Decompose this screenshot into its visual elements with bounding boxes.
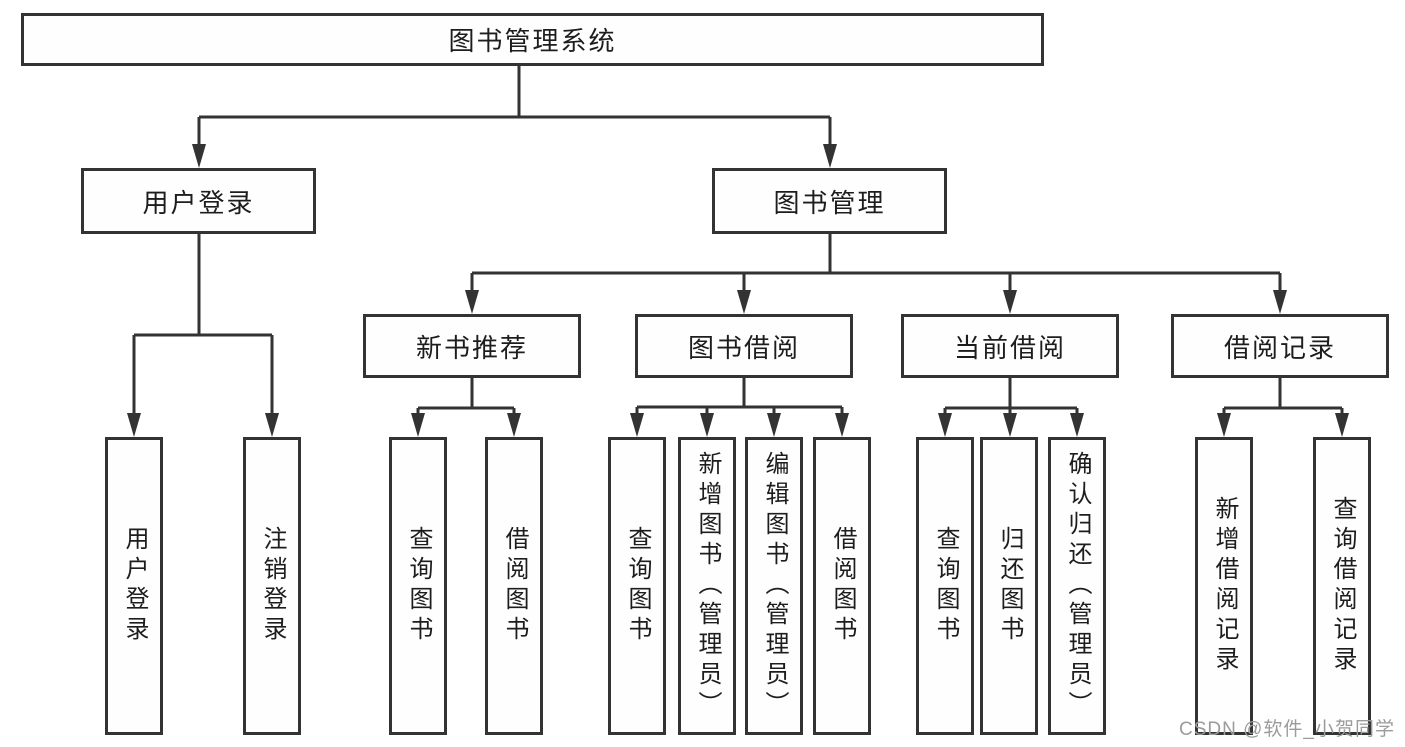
node-label: 图书管理	[773, 187, 886, 218]
leaf-confirm-return-admin: 确认归还（管理员）	[1048, 437, 1106, 735]
leaf-label: 归还图书	[996, 526, 1023, 646]
leaf-user-login: 用户登录	[105, 437, 163, 735]
leaf-label: 确认归还（管理员）	[1064, 451, 1091, 721]
leaf-label: 编辑图书（管理员）	[761, 451, 788, 721]
node-borrow-records: 借阅记录	[1171, 314, 1389, 378]
leaf-label: 查询图书	[624, 526, 651, 646]
node-book-borrow: 图书借阅	[635, 314, 853, 378]
leaf-label: 新增借阅记录	[1211, 496, 1238, 676]
node-new-book-recommend: 新书推荐	[363, 314, 581, 378]
connector-borrow-records-children	[1217, 378, 1349, 437]
leaf-label: 查询图书	[932, 526, 959, 646]
connector-root-to-level1	[192, 66, 837, 168]
leaf-label: 借阅图书	[501, 526, 528, 646]
node-label: 用户登录	[142, 187, 255, 218]
node-label: 当前借阅	[953, 332, 1066, 363]
csdn-watermark: CSDN @软件_小贺同学	[1179, 719, 1395, 740]
leaf-query-borrow-record: 查询借阅记录	[1313, 437, 1371, 735]
leaf-label: 注销登录	[259, 526, 286, 646]
connector-current-borrow-children	[938, 378, 1084, 437]
connector-user-login-children	[127, 234, 279, 437]
connector-book-borrow-children	[630, 378, 849, 437]
node-book-management: 图书管理	[712, 168, 947, 234]
leaf-label: 查询借阅记录	[1329, 496, 1356, 676]
leaf-label: 查询图书	[405, 526, 432, 646]
leaf-label: 借阅图书	[829, 526, 856, 646]
node-label: 借阅记录	[1223, 332, 1336, 363]
leaf-add-books-admin: 新增图书（管理员）	[678, 437, 736, 735]
leaf-label: 用户登录	[121, 526, 148, 646]
connector-book-management-children	[465, 234, 1287, 314]
leaf-borrow-books: 借阅图书	[813, 437, 871, 735]
node-library-system: 图书管理系统	[21, 13, 1044, 66]
leaf-logout: 注销登录	[243, 437, 301, 735]
node-label: 图书借阅	[687, 332, 800, 363]
leaf-query-books-current: 查询图书	[916, 437, 974, 735]
node-label: 图书管理系统	[448, 26, 617, 56]
connector-new-book-recommend-children	[411, 378, 521, 437]
leaf-return-books: 归还图书	[980, 437, 1038, 735]
node-label: 新书推荐	[415, 332, 528, 363]
leaf-add-borrow-record: 新增借阅记录	[1195, 437, 1253, 735]
leaf-borrow-books-recommend: 借阅图书	[485, 437, 543, 735]
leaf-query-books-borrow: 查询图书	[608, 437, 666, 735]
node-current-borrow: 当前借阅	[901, 314, 1119, 378]
leaf-edit-books-admin: 编辑图书（管理员）	[745, 437, 803, 735]
node-user-login: 用户登录	[81, 168, 316, 234]
leaf-label: 新增图书（管理员）	[694, 451, 721, 721]
leaf-query-books-recommend: 查询图书	[389, 437, 447, 735]
